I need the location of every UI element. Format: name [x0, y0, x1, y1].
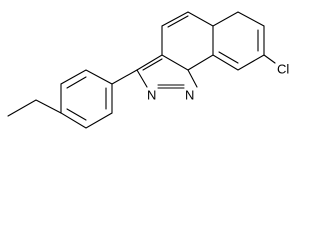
nitrogen-atom-label: N [147, 87, 156, 102]
chlorine-atom-label: Cl [277, 61, 289, 76]
nitrogen-atom-label: N [185, 87, 194, 102]
phenyl-ring [60, 69, 113, 129]
inner-double-bond [142, 58, 163, 71]
phenyl-inner-double-bond [66, 108, 87, 121]
ethyl-group [7, 99, 62, 117]
phenyl-ring-outline [60, 69, 113, 129]
carbon-chlorine-bond [263, 54, 276, 64]
ethyl-bonds [7, 99, 62, 117]
inner-double-bond [218, 51, 239, 64]
phthalazine-core [136, 11, 265, 89]
phthalazine-ring-bonds [136, 54, 198, 88]
aryl-link-bond [111, 69, 138, 85]
benzo-fused-bonds [161, 11, 265, 71]
bond-c4-n3 [136, 69, 148, 88]
phenyl-inner-double-bond [66, 76, 87, 89]
chemical-structure: N N Cl [7, 11, 289, 129]
inner-double-bond [167, 15, 189, 28]
